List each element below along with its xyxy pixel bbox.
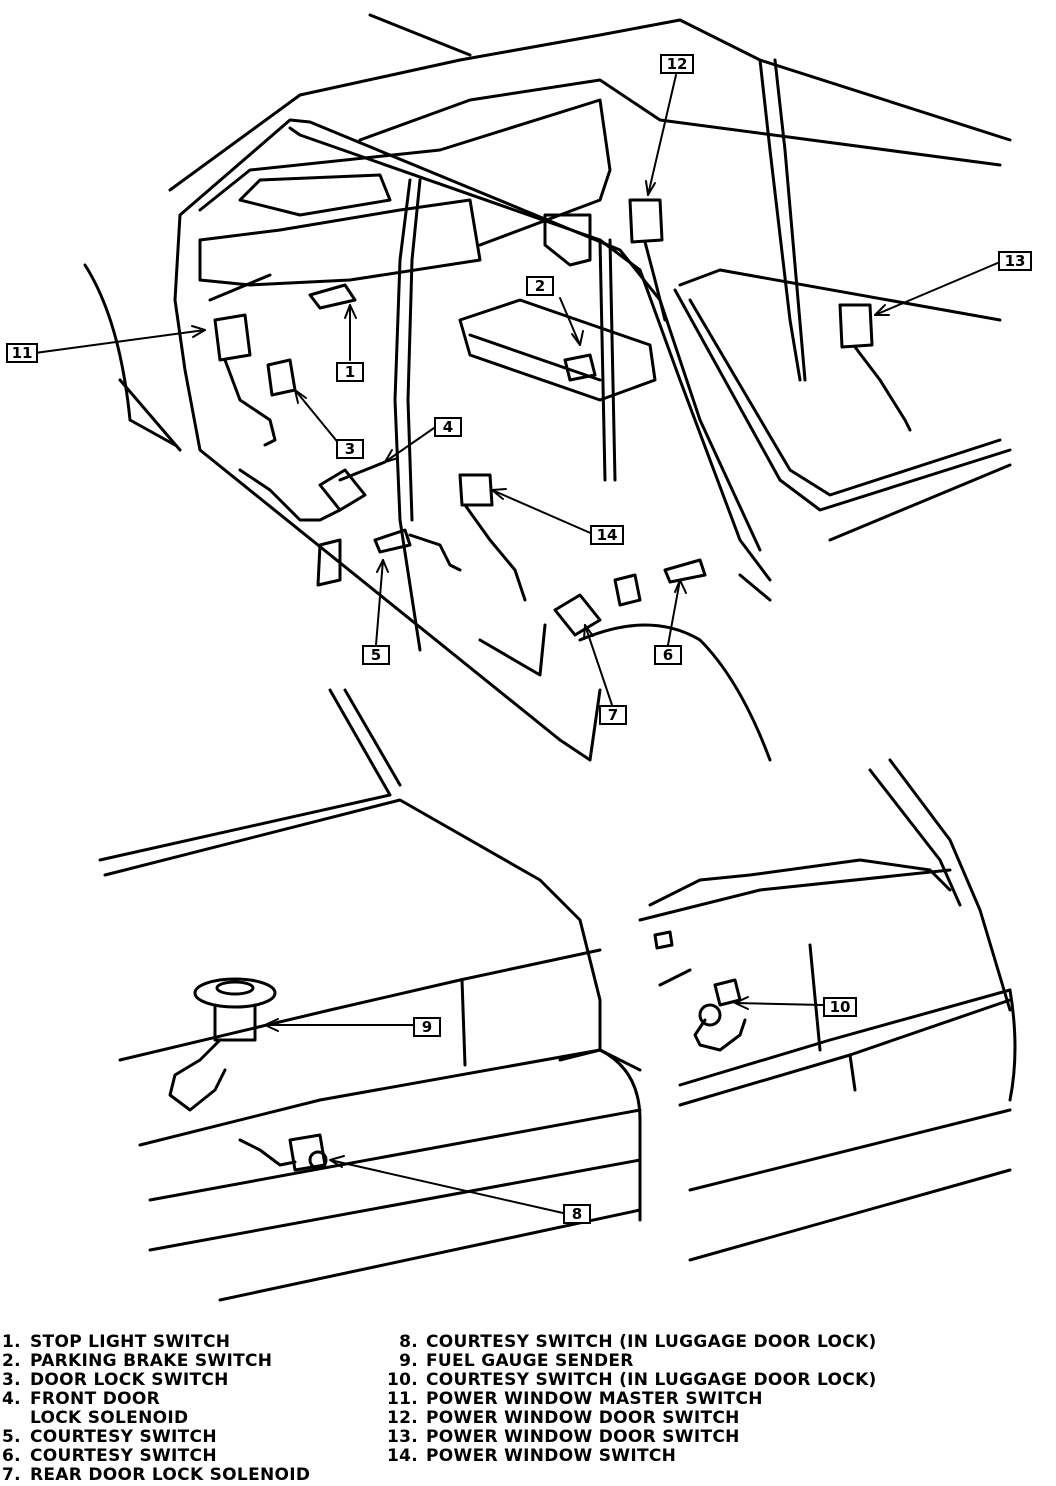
legend-item: 8.COURTESY SWITCH (IN LUGGAGE DOOR LOCK) [399,1332,877,1352]
callout-6: 6 [654,645,682,665]
legend-item: 4.FRONT DOOR [2,1389,161,1409]
rear-left-body-outline [98,688,642,1302]
legend-item: LOCK SOLENOID [30,1408,189,1428]
legend-item: 1.STOP LIGHT SWITCH [2,1332,231,1352]
legend-right: 8.COURTESY SWITCH (IN LUGGAGE DOOR LOCK)… [378,1333,877,1466]
callout-12: 12 [660,54,694,74]
callout-13: 13 [998,251,1032,271]
callout-9: 9 [413,1017,441,1037]
callout-14: 14 [590,525,624,545]
callout-3: 3 [336,439,364,459]
leader-lines [34,74,1001,1214]
callout-1: 1 [336,362,364,382]
wiring-diagram [34,13,1017,1302]
legend-item: 10.COURTESY SWITCH (IN LUGGAGE DOOR LOCK… [386,1370,877,1390]
legend-item: 5.COURTESY SWITCH [2,1427,217,1447]
legend-left: 1.STOP LIGHT SWITCH 2.PARKING BRAKE SWIT… [2,1333,310,1485]
legend-item: 6.COURTESY SWITCH [2,1446,217,1466]
legend-item: 13.POWER WINDOW DOOR SWITCH [386,1427,740,1447]
callout-2: 2 [526,276,554,296]
legend-item: 14.POWER WINDOW SWITCH [386,1446,677,1466]
callout-7: 7 [599,705,627,725]
callout-4: 4 [434,417,462,437]
callout-8: 8 [563,1204,591,1224]
callout-11: 11 [6,343,38,363]
legend-item: 2.PARKING BRAKE SWITCH [2,1351,273,1371]
legend-item: 9.FUEL GAUGE SENDER [399,1351,634,1371]
legend-item: 3.DOOR LOCK SWITCH [2,1370,229,1390]
rear-right-body-outline [638,758,1017,1262]
legend-item: 7.REAR DOOR LOCK SOLENOID [2,1465,311,1485]
components [213,198,912,677]
legend-item: 11.POWER WINDOW MASTER SWITCH [386,1389,763,1409]
legend-item: 12.POWER WINDOW DOOR SWITCH [386,1408,740,1428]
callout-10: 10 [823,997,857,1017]
callout-5: 5 [362,645,390,665]
car-interior-outline [83,13,1012,762]
